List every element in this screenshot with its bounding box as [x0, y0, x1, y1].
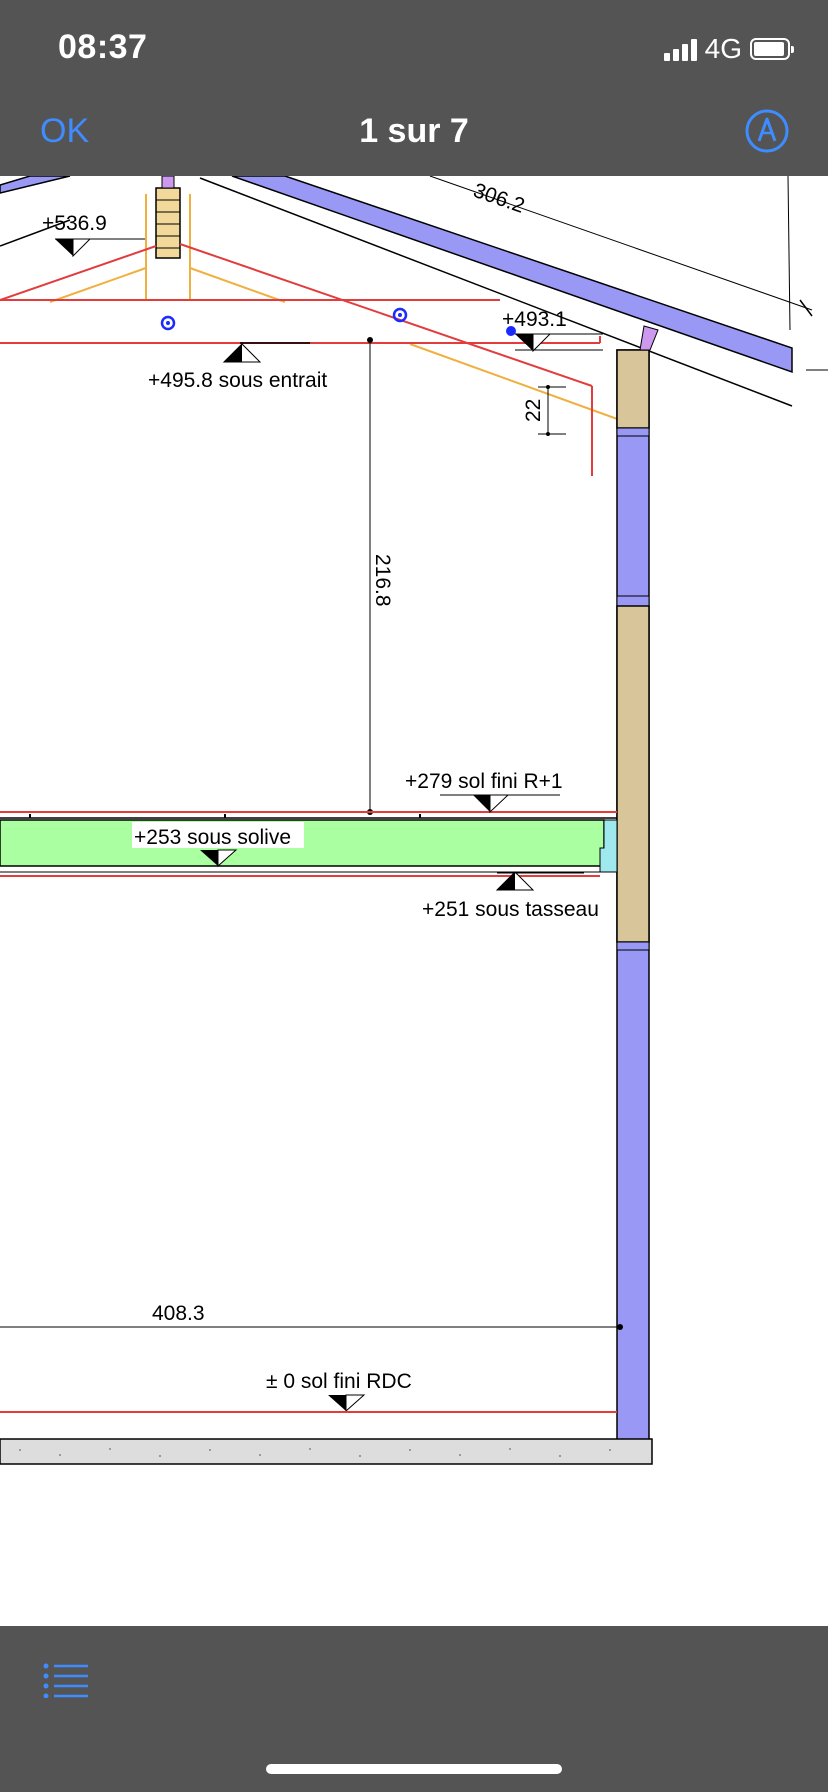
ground-slab	[0, 1438, 653, 1465]
nav-bar: OK 1 sur 7	[0, 100, 828, 176]
roof-underline-left	[0, 219, 71, 247]
signal-icon	[663, 37, 697, 61]
roof-dimension-line	[429, 176, 813, 311]
rafter-left	[0, 176, 71, 194]
tie-beam-level-label: +495.8 sous entrait	[148, 369, 327, 392]
bolt-marker	[506, 326, 516, 336]
markup-pen-icon[interactable]	[744, 108, 790, 154]
joist-level-label: +253 sous solive	[134, 826, 291, 849]
roof-dimension-label: 306.2	[470, 179, 527, 218]
bottom-toolbar	[0, 1626, 828, 1792]
floor-r1-label: +279 sol fini R+1	[405, 770, 563, 793]
architectural-section-drawing[interactable]: 306.2 +536.9 +493.1 +495.8 sous entrait …	[0, 176, 828, 1626]
bolt-marker	[392, 307, 408, 323]
ridge-level-label: +536.9	[42, 212, 107, 235]
battery-icon	[750, 38, 794, 60]
list-icon[interactable]	[42, 1662, 90, 1698]
small-dimension-label: 22	[522, 399, 545, 422]
page-indicator: 1 sur 7	[359, 112, 469, 150]
height-dimension-label: 216.8	[371, 554, 394, 607]
ok-button[interactable]: OK	[40, 112, 90, 150]
home-indicator[interactable]	[266, 1764, 562, 1774]
rafter-right	[231, 176, 793, 374]
batten-level-label: +251 sous tasseau	[422, 898, 599, 921]
wall-timber-mid	[616, 605, 650, 943]
status-indicators: 4G	[663, 33, 794, 64]
status-bar: 08:37 4G	[0, 0, 828, 100]
network-type: 4G	[704, 33, 742, 64]
width-dimension-label: 408.3	[152, 1302, 205, 1325]
bolt-marker	[160, 315, 176, 331]
ground-floor-label: ± 0 sol fini RDC	[266, 1370, 412, 1393]
status-time: 08:37	[58, 28, 148, 66]
roof-underline	[199, 177, 793, 407]
wall-timber-top	[616, 349, 650, 429]
eave-level-label: +493.1	[502, 308, 567, 331]
